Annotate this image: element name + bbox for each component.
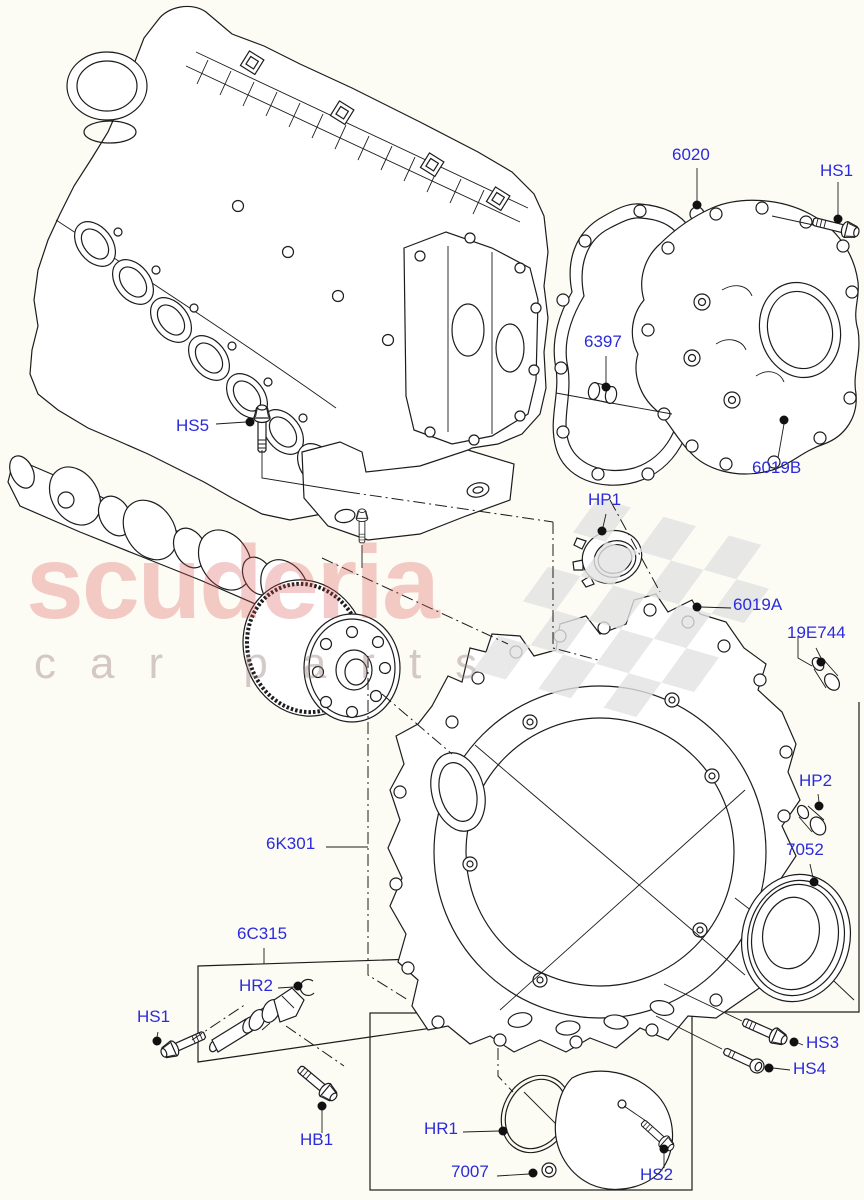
camshaft-gear [242,579,401,723]
checkered-flag-watermark [472,498,770,718]
callout-hs4: HS4 [793,1059,827,1078]
callout-hs5: HS5 [176,416,210,435]
callout-19e744: 19E744 [787,623,846,642]
callout-6019a: 6019A [733,595,783,614]
camshaft-assembly [7,455,401,723]
plug-hp2 [796,804,827,836]
bolt-hs4 [720,1043,767,1076]
callout-hs2: HS2 [640,1165,674,1184]
seal-7052 [734,873,855,1003]
callout-6c315: 6C315 [237,924,288,943]
callout-7052: 7052 [786,840,824,859]
callout-7007: 7007 [451,1162,489,1181]
bolt-hs3 [739,1013,791,1049]
callout-dots [152,200,843,1178]
projection-lines [191,450,743,1122]
cover-6019b [555,199,862,475]
mount-bracket [301,441,515,568]
timing-cover-6k301 [387,593,801,1053]
callout-hs3: HS3 [806,1033,840,1052]
callout-hs1-bottom: HS1 [137,1007,171,1026]
plug-19e744 [797,636,841,691]
callout-hr2: HR2 [239,976,274,995]
oring-hr2 [299,978,315,997]
oil-filler-cap [66,51,148,144]
plug-6397 [555,381,673,415]
cover-plate-7007 [541,1070,674,1190]
callout-6020: 6020 [672,145,710,164]
callout-6k301: 6K301 [266,834,316,853]
engine-assembly [29,5,549,568]
callout-hs1-top: HS1 [820,161,854,180]
sensor-6c315 [208,978,315,1053]
bolt-hb1 [293,1061,342,1106]
callout-6397: 6397 [584,332,622,351]
callout-hp2: HP2 [799,771,833,790]
block-end-face [403,231,542,446]
callout-hb1: HB1 [300,1130,334,1149]
callout-hr1: HR1 [424,1119,459,1138]
watermark-tagline: car parts [34,639,512,688]
bolt-hs1-bottom [157,1026,209,1062]
callout-leaders [156,168,839,1177]
watermark-brand: scuderia [26,525,440,641]
callout-hp1: HP1 [588,490,622,509]
callout-6019b: 6019B [752,458,802,477]
